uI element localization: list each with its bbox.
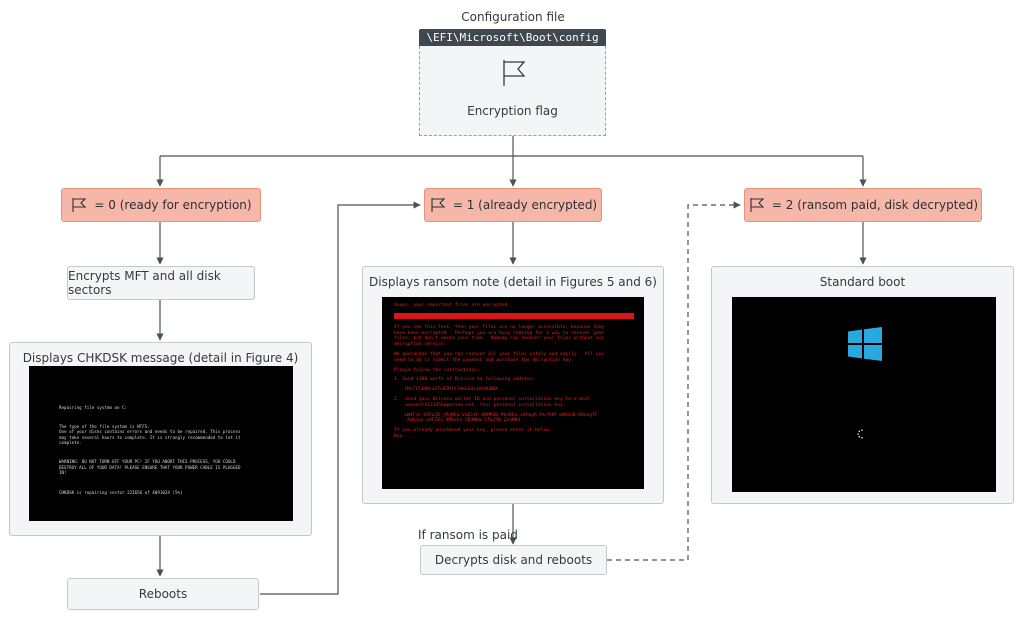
chkdsk-line: The type of the file system is NTFS. One… — [59, 424, 241, 446]
flag-icon — [503, 60, 526, 86]
ransom-line: 1. Send $300 worth of Bitcoin to followi… — [394, 377, 536, 383]
config-path: \EFI\Microsoft\Boot\config — [419, 29, 606, 46]
state-flag-2: = 2 (ransom paid, disk decrypted) — [744, 188, 982, 222]
flag-icon — [750, 198, 765, 212]
encryption-flag-label: Encryption flag — [467, 104, 558, 118]
if-ransom-paid-label: If ransom is paid — [418, 528, 518, 542]
flag-icon — [72, 198, 87, 212]
reboots-step: Reboots — [67, 578, 259, 610]
ransom-line: If you already purchased your key, pleas… — [394, 428, 552, 439]
ransom-line: If you see this text, then your files ar… — [394, 324, 605, 348]
ransom-panel-title: Displays ransom note (detail in Figures … — [369, 275, 657, 289]
ransom-line: We guarantee that you can recover all yo… — [394, 351, 605, 363]
decrypts-step: Decrypts disk and reboots — [420, 545, 607, 575]
state-flag-0: = 0 (ready for encryption) — [61, 188, 261, 222]
state-flag-2-label: = 2 (ransom paid, disk decrypted) — [771, 198, 979, 212]
loading-spinner-icon — [857, 429, 863, 439]
chkdsk-panel-title: Displays CHKDSK message (detail in Figur… — [22, 351, 299, 365]
ransom-line: xWdTrk-S9Fa2D-jMqMEG-VaD1tF-XDMM3B-MksRD… — [404, 412, 598, 424]
ransom-line: Please follow the instructions: — [394, 367, 480, 373]
ransom-red-bar — [394, 312, 634, 319]
flag-icon — [431, 198, 446, 212]
state-flag-1-label: = 1 (already encrypted) — [452, 198, 598, 212]
ransom-line: Ooops, your important files are encrypte… — [394, 303, 511, 308]
standard-boot-panel: Standard boot — [711, 266, 1014, 504]
chkdsk-line: CHKDSK is repairing sector 221656 of 409… — [59, 489, 183, 495]
config-file-box: Encryption flag — [419, 46, 606, 136]
state-flag-1: = 1 (already encrypted) — [424, 188, 602, 222]
chkdsk-panel: Displays CHKDSK message (detail in Figur… — [9, 342, 312, 536]
reboots-to-state1-line — [260, 201, 421, 595]
decrypt-to-state2-line — [607, 201, 741, 561]
chkdsk-line: WARNING: DO NOT TURN OFF YOUR PC! IF YOU… — [59, 459, 241, 476]
ransom-panel: Displays ransom note (detail in Figures … — [362, 266, 664, 504]
config-title: Configuration file — [461, 10, 565, 24]
encrypts-mft-step: Encrypts MFT and all disk sectors — [67, 266, 255, 300]
chkdsk-screen: Repairing file system on C: The type of … — [29, 366, 293, 521]
chkdsk-line: Repairing file system on C: — [59, 404, 128, 410]
ransom-line: 2. Send your Bitcoin wallet ID and perso… — [394, 396, 591, 408]
state-flag-0-label: = 0 (ready for encryption) — [94, 198, 252, 212]
ransom-line: 1Mz7153HMuxXTuR2R1t78mGSdzaAtNbBWX — [404, 387, 499, 393]
standard-boot-title: Standard boot — [819, 275, 906, 289]
ransom-note-screen: Ooops, your important files are encrypte… — [382, 297, 644, 489]
windows-logo-icon — [848, 327, 882, 361]
boot-screen — [732, 297, 996, 492]
